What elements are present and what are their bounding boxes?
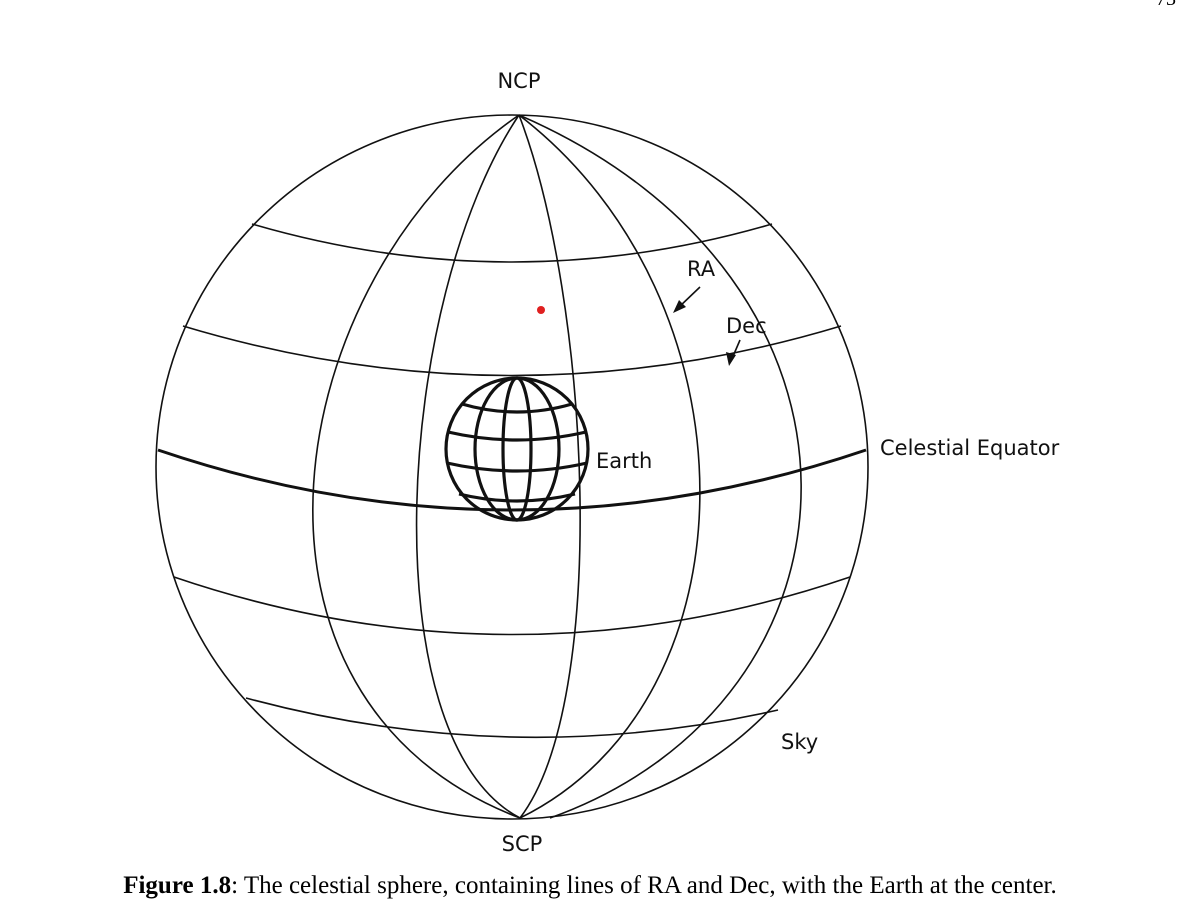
scp-label: SCP xyxy=(502,832,543,856)
figure-number: Figure 1.8 xyxy=(123,872,232,899)
earth-label: Earth xyxy=(596,449,652,473)
ra-label: RA xyxy=(687,257,716,281)
ncp-label: NCP xyxy=(497,69,540,93)
dec-line-north-2 xyxy=(251,223,773,263)
celestial-equator-line xyxy=(157,448,867,512)
dec-lines xyxy=(157,223,867,739)
figure-caption-text: : The celestial sphere, containing lines… xyxy=(231,872,1057,899)
page-number: 73 xyxy=(1156,0,1176,11)
ra-lines xyxy=(312,114,802,819)
sky-sphere-outline xyxy=(155,114,869,820)
dec-label: Dec xyxy=(726,314,767,338)
ra-line-2 xyxy=(415,114,521,819)
sky-label: Sky xyxy=(781,730,818,754)
ra-arrow xyxy=(673,286,701,313)
dec-arrow xyxy=(726,339,741,366)
dec-line-south-1 xyxy=(173,576,851,636)
ra-line-5 xyxy=(518,114,802,819)
dec-line-south-2 xyxy=(245,697,779,739)
red-marker-dot xyxy=(537,306,545,314)
ra-line-3 xyxy=(518,114,581,819)
figure-caption: Figure 1.8: The celestial sphere, contai… xyxy=(0,872,1180,900)
earth-globe xyxy=(444,376,590,522)
dec-line-north-1 xyxy=(182,325,842,377)
ra-line-1 xyxy=(312,114,521,819)
celestial-equator-label: Celestial Equator xyxy=(880,436,1060,460)
ra-line-4 xyxy=(518,114,701,819)
